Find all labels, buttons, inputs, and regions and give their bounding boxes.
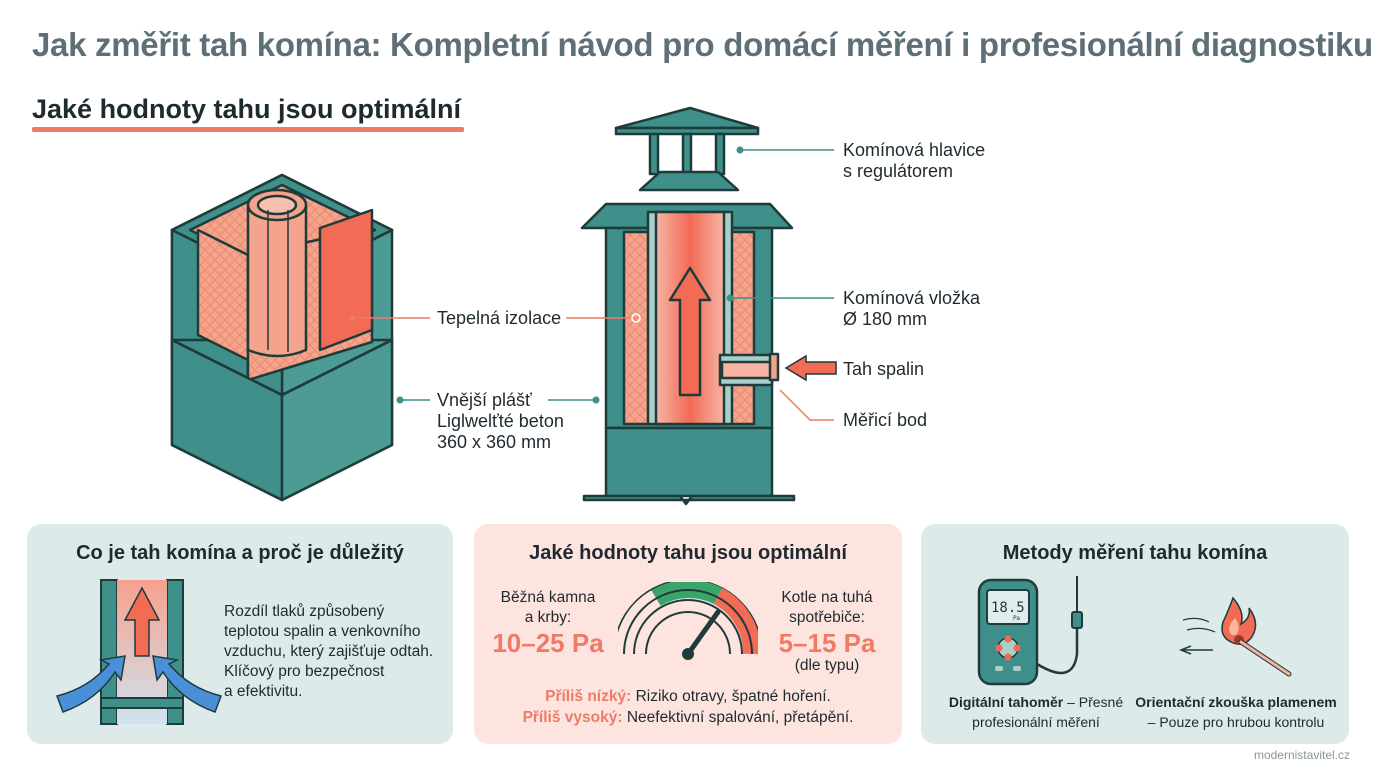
meter-method-name: Digitální tahoměr <box>948 694 1064 710</box>
stoves-label-2: a krby: <box>524 609 572 626</box>
too-low-label: Příliš nízký: <box>545 688 632 705</box>
section-heading: Jaké hodnoty tahu jsou optimální <box>32 94 462 124</box>
stoves-value: 10–25 Pa <box>492 628 604 658</box>
too-low-warning: Příliš nízký: Riziko otravy, špatné hoře… <box>474 688 902 706</box>
stoves-label: Běžná kamna <box>500 589 596 606</box>
meter-display-unit: Pa <box>1013 615 1020 622</box>
label-insulation: Tepelná izolace <box>437 308 562 328</box>
card-title: Metody měření tahu komína <box>1002 542 1268 564</box>
label-liner-diameter: Ø 180 mm <box>843 309 928 329</box>
label-outer-shell-material: Liglwelťté beton <box>437 411 564 431</box>
card-text-line: Klíčový pro bezpečnost <box>224 663 385 680</box>
boilers-note: (dle typu) <box>794 657 860 674</box>
match-flame-icon <box>1178 596 1292 677</box>
card-text-line: vzduchu, který zajišťuje odtah. <box>224 643 434 660</box>
card-what-is-draft: Co je tah komína a proč je důležitý Rozd… <box>27 524 453 744</box>
card-title: Jaké hodnoty tahu jsou optimální <box>529 542 847 564</box>
page-title: Jak změřit tah komína: Kompletní návod p… <box>32 26 1373 63</box>
chimney-diagram <box>170 106 837 506</box>
label-outer-shell-size: 360 x 360 mm <box>437 432 552 452</box>
chimney-cross-section <box>580 106 796 506</box>
digital-draft-meter-icon: 18.5 Pa <box>977 576 1083 686</box>
boilers-label: Kotle na tuhá <box>781 589 873 606</box>
card-title: Co je tah komína a proč je důležitý <box>76 542 404 564</box>
flame-method-desc: – Pouze pro hrubou kontrolu <box>1147 714 1325 730</box>
boilers-value: 5–15 Pa <box>778 628 876 658</box>
too-low-text: Riziko otravy, špatné hoření. <box>631 688 831 705</box>
too-high-label: Příliš vysoký: <box>522 709 623 726</box>
card-text-line: a efektivitu. <box>224 683 303 700</box>
label-measuring-point: Měřicí bod <box>843 410 928 430</box>
label-flue-draft: Tah spalin <box>843 359 925 379</box>
meter-method-desc: – Přesné <box>1063 694 1124 710</box>
draft-gauge-icon <box>618 582 758 660</box>
label-chimney-cap-regulator: s regulátorem <box>843 161 954 181</box>
label-liner: Komínová vložka <box>843 288 981 308</box>
callout-lines <box>349 146 834 421</box>
label-outer-shell: Vnější plášť <box>437 390 532 410</box>
too-high-text: Neefektivní spalování, přetápění. <box>622 709 854 726</box>
card-measurement-methods: Metody měření tahu komína 18.5 Pa Digitá… <box>921 524 1349 744</box>
too-high-warning: Příliš vysoký: Neefektivní spalování, př… <box>474 709 902 727</box>
flame-method-name: Orientační zkouška plamenem <box>1135 694 1337 710</box>
meter-display-value: 18.5 <box>991 600 1025 616</box>
heading-underline <box>32 127 464 132</box>
card-text-line: teplotou spalin a venkovního <box>224 623 421 640</box>
draft-arrow <box>784 354 837 382</box>
card-optimal-values: Jaké hodnoty tahu jsou optimální Běžná k… <box>474 524 902 744</box>
draft-pipe-icon <box>56 579 222 725</box>
meter-method-desc-2: profesionální měření <box>972 714 1100 730</box>
chimney-block-cutaway <box>170 173 394 502</box>
boilers-label-2: spotřebiče: <box>789 609 865 626</box>
source-credit: modernistavitel.cz <box>1253 748 1350 762</box>
card-text-line: Rozdíl tlaků způsobený <box>224 603 385 620</box>
label-chimney-cap: Komínová hlavice <box>843 140 986 160</box>
